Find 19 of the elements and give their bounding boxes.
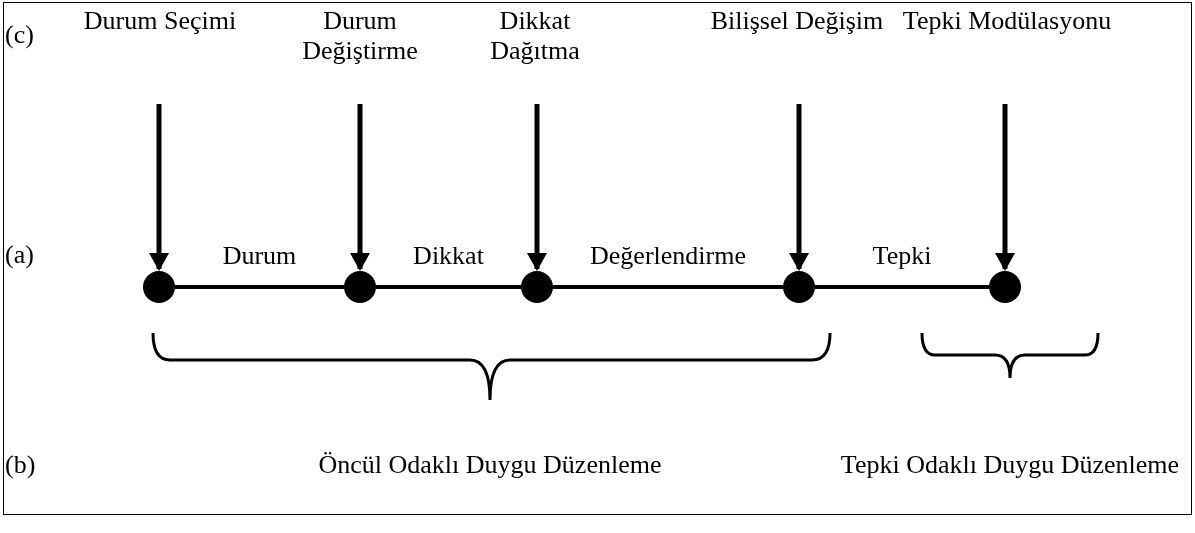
group-label: Tepki Odaklı Duygu Düzenleme [840,450,1180,480]
row-label: (c) [5,20,34,50]
group-label: Öncül Odaklı Duygu Düzenleme [318,450,662,480]
connector-line [175,285,344,289]
row-label: (b) [5,450,36,480]
arrow [149,104,169,271]
connector-line [553,285,783,289]
strategy-label: Bilişsel Değişim [710,6,884,36]
arrow [350,104,370,271]
arrow [527,104,547,271]
strategy-label: Durum Değiştirme [301,6,419,66]
strategy-label: Tepki Modülasyonu [902,6,1112,36]
row-label: (a) [5,240,34,270]
strategy-label: Dikkat Dağıtma [489,6,581,66]
strategy-label: Durum Seçimi [83,6,237,36]
arrow [789,104,809,271]
arrow [995,104,1015,271]
connector-line [376,285,521,289]
connector-line [815,285,989,289]
